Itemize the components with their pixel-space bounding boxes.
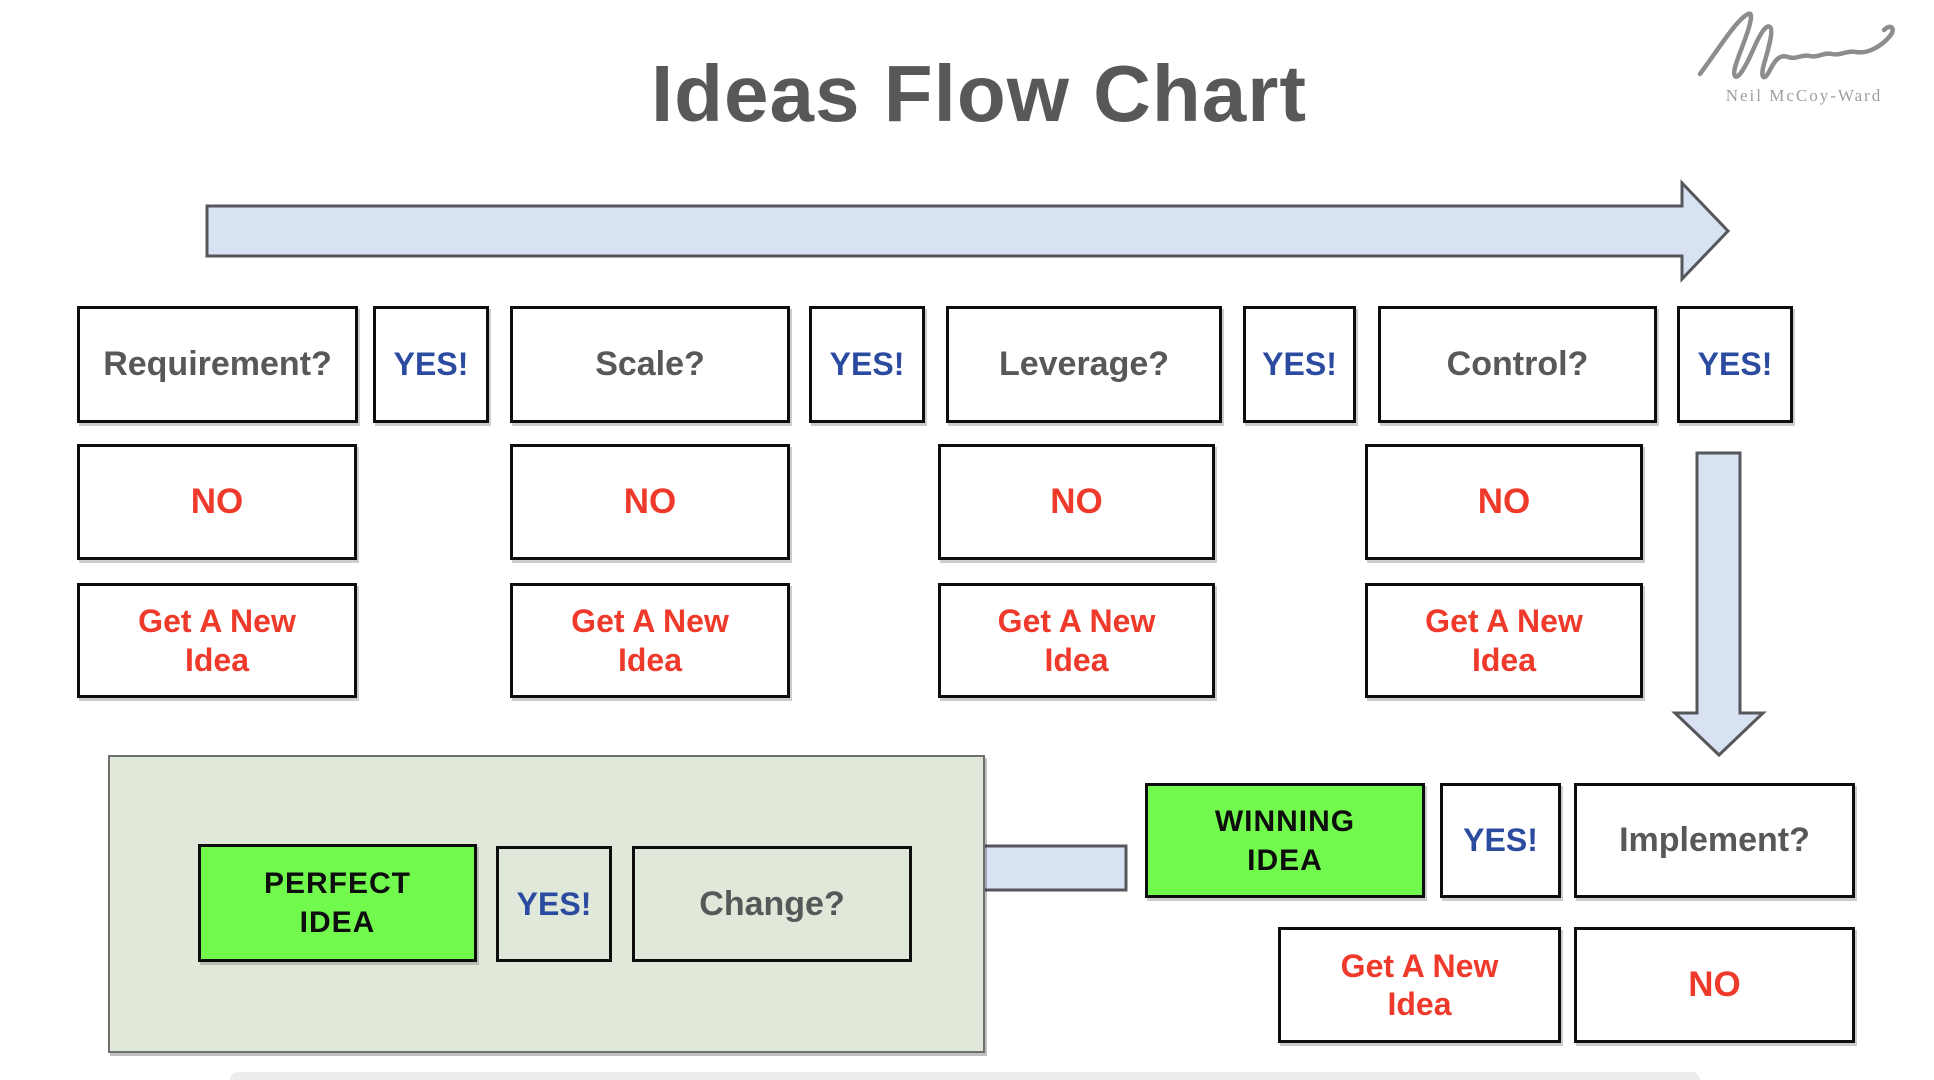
new-idea-line1: Get A New xyxy=(1425,603,1583,640)
winning-idea-line2: IDEA xyxy=(1247,843,1323,877)
box-yes-1: YES! xyxy=(373,306,489,423)
box-yes-change: YES! xyxy=(496,846,612,962)
box-question-leverage: Leverage? xyxy=(946,306,1222,423)
no-label: NO xyxy=(623,482,677,521)
no-label: NO xyxy=(190,482,244,521)
new-idea-line2: Idea xyxy=(1387,986,1452,1022)
yes-label: YES! xyxy=(1463,822,1538,858)
box-question-implement: Implement? xyxy=(1574,783,1855,898)
no-label: NO xyxy=(1477,482,1531,521)
new-idea-line1: Get A New xyxy=(138,603,296,640)
box-question-requirement: Requirement? xyxy=(77,306,358,423)
box-get-new-idea-2: Get A New Idea xyxy=(510,583,790,698)
box-question-control: Control? xyxy=(1378,306,1657,423)
box-perfect-idea: PERFECT IDEA xyxy=(198,844,477,962)
question-label: Change? xyxy=(699,884,845,923)
question-label: Leverage? xyxy=(998,345,1170,383)
yes-label: YES! xyxy=(393,346,469,382)
box-get-new-idea-1: Get A New Idea xyxy=(77,583,357,698)
no-label: NO xyxy=(1050,482,1103,521)
box-get-new-idea-implement: Get A New Idea xyxy=(1278,927,1561,1043)
signature-icon xyxy=(1697,11,1895,80)
next-slide-edge xyxy=(230,1072,1700,1080)
box-no-3: NO xyxy=(938,444,1215,560)
yes-label: YES! xyxy=(1262,346,1337,382)
new-idea-line2: Idea xyxy=(1471,641,1537,678)
flow-arrow-down xyxy=(1671,451,1767,758)
box-yes-2: YES! xyxy=(809,306,925,423)
new-idea-line2: Idea xyxy=(184,641,250,678)
yes-label: YES! xyxy=(829,346,905,382)
new-idea-line1: Get A New xyxy=(997,603,1156,640)
box-no-2: NO xyxy=(510,444,790,560)
box-get-new-idea-4: Get A New Idea xyxy=(1365,583,1643,698)
box-yes-3: YES! xyxy=(1243,306,1356,423)
new-idea-line2: Idea xyxy=(617,641,683,678)
brand-logo: Neil McCoy-Ward xyxy=(1688,4,1920,122)
winning-idea-line1: WINNING xyxy=(1214,804,1356,838)
perfect-idea-line2: IDEA xyxy=(299,906,376,939)
no-label: NO xyxy=(1688,965,1741,1004)
page-title: Ideas Flow Chart xyxy=(650,49,1308,138)
box-no-implement: NO xyxy=(1574,927,1855,1043)
box-winning-idea: WINNING IDEA xyxy=(1145,783,1425,898)
box-question-scale: Scale? xyxy=(510,306,790,423)
perfect-idea-panel: PERFECT IDEA YES! Change? xyxy=(108,755,985,1053)
box-yes-implement: YES! xyxy=(1440,783,1561,898)
flow-arrow-right xyxy=(205,179,1731,283)
yes-label: YES! xyxy=(1697,346,1773,382)
question-label: Control? xyxy=(1446,345,1589,383)
box-yes-4: YES! xyxy=(1677,306,1793,423)
box-no-4: NO xyxy=(1365,444,1643,560)
yes-label: YES! xyxy=(516,885,592,922)
perfect-idea-line1: PERFECT xyxy=(263,867,411,900)
question-label: Scale? xyxy=(595,345,705,383)
new-idea-line1: Get A New xyxy=(1340,947,1499,984)
new-idea-line2: Idea xyxy=(1044,641,1109,678)
box-question-change: Change? xyxy=(632,846,912,962)
box-get-new-idea-3: Get A New Idea xyxy=(938,583,1215,698)
box-no-1: NO xyxy=(77,444,357,560)
new-idea-line1: Get A New xyxy=(571,603,729,640)
brand-name: Neil McCoy-Ward xyxy=(1725,86,1883,105)
question-label: Requirement? xyxy=(103,345,332,383)
question-label: Implement? xyxy=(1619,821,1810,859)
